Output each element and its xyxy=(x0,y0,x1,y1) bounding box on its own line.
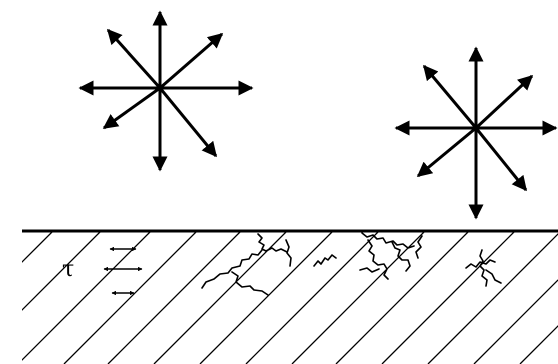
crack-4b xyxy=(480,250,487,286)
crack-3e xyxy=(360,268,379,272)
shear-arrows xyxy=(104,249,142,293)
crack-3b xyxy=(368,240,388,279)
crack-4c xyxy=(486,270,501,283)
stress-star-right xyxy=(396,48,556,218)
stress-star-left xyxy=(80,12,252,170)
crack-1d xyxy=(286,240,291,266)
cracks xyxy=(202,233,501,295)
crack-2 xyxy=(314,255,336,266)
material-hatching xyxy=(0,232,558,364)
crack-1b xyxy=(202,250,262,288)
crack-3c xyxy=(392,242,410,271)
crack-1c xyxy=(232,272,268,295)
shear-stress-symbol: τ xyxy=(62,257,74,282)
